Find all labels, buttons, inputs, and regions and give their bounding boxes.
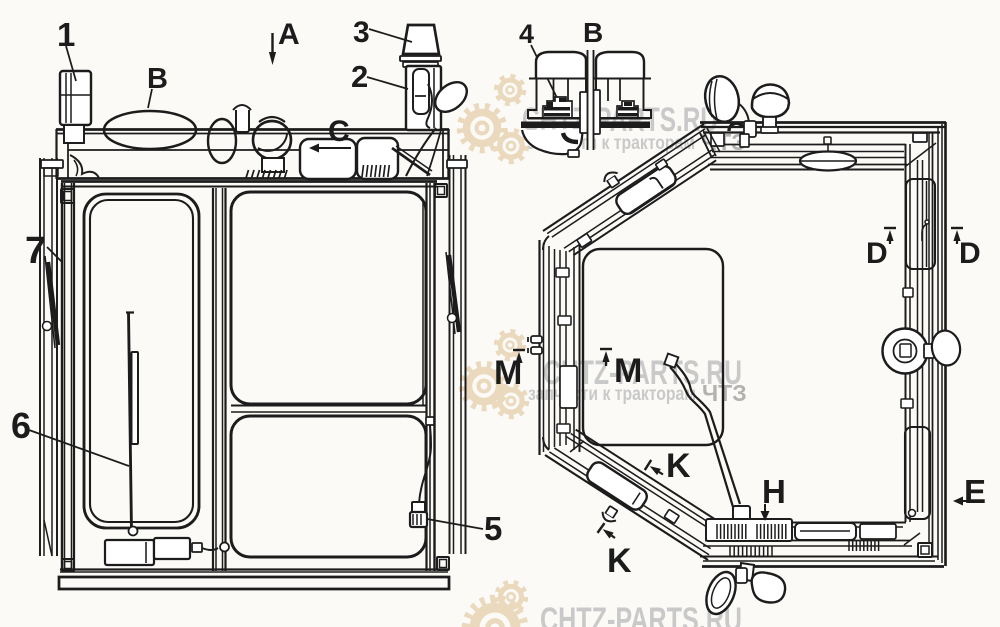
svg-text:A: A <box>278 18 300 51</box>
svg-text:4: 4 <box>519 19 534 49</box>
svg-text:M: M <box>614 352 642 390</box>
svg-text:E: E <box>964 473 986 510</box>
svg-text:1: 1 <box>57 16 75 53</box>
svg-text:7: 7 <box>25 230 46 272</box>
svg-text:B: B <box>583 17 603 48</box>
svg-text:K: K <box>607 542 632 580</box>
svg-text:5: 5 <box>484 510 502 547</box>
svg-text:D: D <box>866 237 888 270</box>
svg-text:B: B <box>147 63 168 95</box>
svg-text:2: 2 <box>351 59 368 94</box>
svg-text:H: H <box>762 473 786 510</box>
svg-text:K: K <box>666 447 691 485</box>
svg-text:запчасти к тракторам: запчасти к тракторам <box>528 384 696 405</box>
svg-text:3: 3 <box>353 16 370 49</box>
svg-text:ЧТЗ: ЧТЗ <box>702 380 747 406</box>
svg-text:C: C <box>328 115 350 148</box>
svg-text:D: D <box>959 237 981 270</box>
svg-text:6: 6 <box>11 405 31 446</box>
